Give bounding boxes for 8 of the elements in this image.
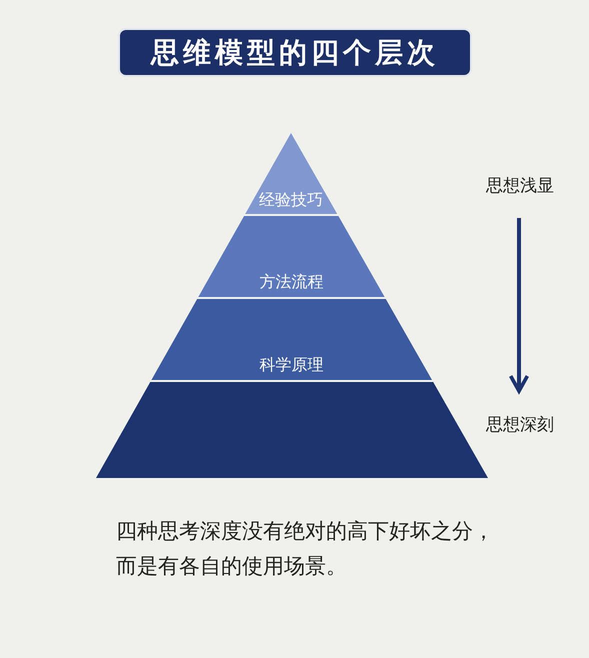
- layer-label: 经验技巧: [259, 190, 324, 211]
- depth-label: 思想浅显: [470, 172, 570, 200]
- caption: 四种思考深度没有绝对的高下好坏之分，而是有各自的使用场景。: [116, 518, 495, 580]
- arrow: [508, 218, 530, 393]
- layer-label: 科学原理: [260, 355, 324, 376]
- layer-label: 方法流程: [259, 272, 324, 293]
- depth-label: 思想深刻: [470, 411, 570, 439]
- title-banner: 思维模型的四个层次: [120, 30, 470, 75]
